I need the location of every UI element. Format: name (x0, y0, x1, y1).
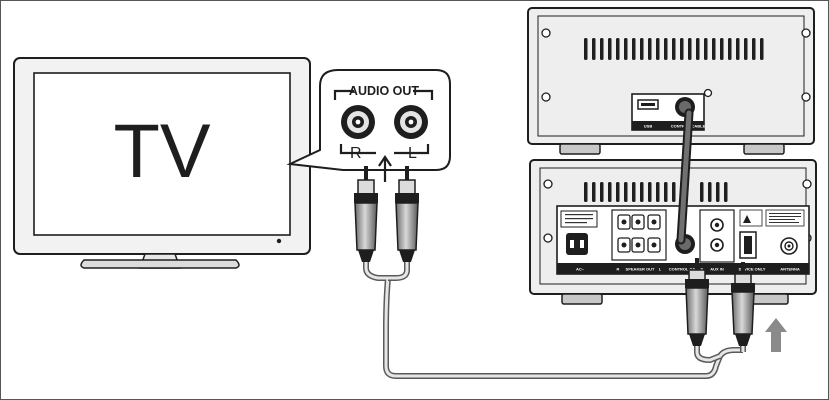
tv-stand (80, 259, 240, 269)
power-led-icon (276, 238, 282, 244)
usb-label: USB (644, 124, 653, 129)
top-unit-panel (537, 15, 805, 137)
control-cable-bottom-label: CONTROL CABLE (669, 267, 704, 272)
bracket-left-line (333, 89, 354, 100)
antenna-label: ANTENNA (780, 267, 800, 272)
warning-triangle-icon (743, 215, 751, 223)
aux-in-label: AUX IN (710, 267, 724, 272)
rear-label-strip (557, 263, 809, 274)
aux-jack-icon (710, 218, 724, 252)
rca-cable (363, 260, 746, 379)
device-only-label: DEVICE ONLY (739, 267, 766, 272)
bracket-bottom-right-line (394, 144, 430, 155)
aux-in-block (699, 209, 735, 263)
bottom-unit-vents (584, 182, 728, 202)
speaker-r-label: R (617, 267, 620, 272)
bracket-bottom-left-line (339, 144, 376, 155)
ac-label: AC~ (576, 267, 585, 272)
stereo-top-unit: USB CONTROL CABLE (527, 7, 815, 155)
tv-set: TV (13, 57, 311, 269)
control-cable (676, 108, 694, 245)
top-unit-body (527, 7, 815, 145)
rca-plug-stereo-left (731, 262, 755, 346)
screw-icon (703, 88, 713, 98)
top-unit-foot (743, 143, 785, 155)
ac-inlet-icon (566, 233, 588, 255)
right-channel-label: R (350, 145, 362, 162)
screw-icon (543, 233, 553, 243)
screw-icon (801, 28, 811, 38)
top-unit-vents (584, 38, 764, 60)
screw-icon (543, 179, 553, 189)
rca-plug-stereo-right (685, 258, 709, 346)
audio-jack-left-icon (394, 105, 428, 139)
tv-label: TV (113, 109, 210, 194)
audio-out-callout: AUDIO OUT R L (286, 69, 451, 182)
insert-up-arrow-icon (378, 155, 392, 182)
antenna-jack-icon (780, 237, 798, 255)
audio-out-label: AUDIO OUT (349, 84, 420, 98)
speaker-out-label: SPEAKER OUT (626, 267, 655, 272)
tv-screen (33, 72, 291, 236)
speaker-l-label: L (659, 267, 662, 272)
insert-up-arrow-large-icon (765, 318, 787, 352)
speaker-terminal-icon (617, 214, 661, 253)
bracket-right-line (413, 89, 434, 100)
rca-plug-left (395, 166, 419, 262)
rca-plug-right (354, 166, 378, 262)
caution-label (765, 209, 805, 227)
screw-icon (541, 28, 551, 38)
left-channel-label: L (408, 145, 417, 162)
stereo-bottom-unit: AC~ R SPEAKER OUT L CONTROL CABLE AUX IN… (529, 159, 817, 305)
screw-icon (801, 92, 811, 102)
screw-icon (541, 92, 551, 102)
top-unit-foot (559, 143, 601, 155)
top-port-label-strip (632, 121, 704, 130)
screw-icon (802, 179, 812, 189)
bottom-unit-foot (561, 293, 603, 305)
audio-jack-right-icon (341, 105, 375, 139)
warning-label (739, 209, 763, 227)
